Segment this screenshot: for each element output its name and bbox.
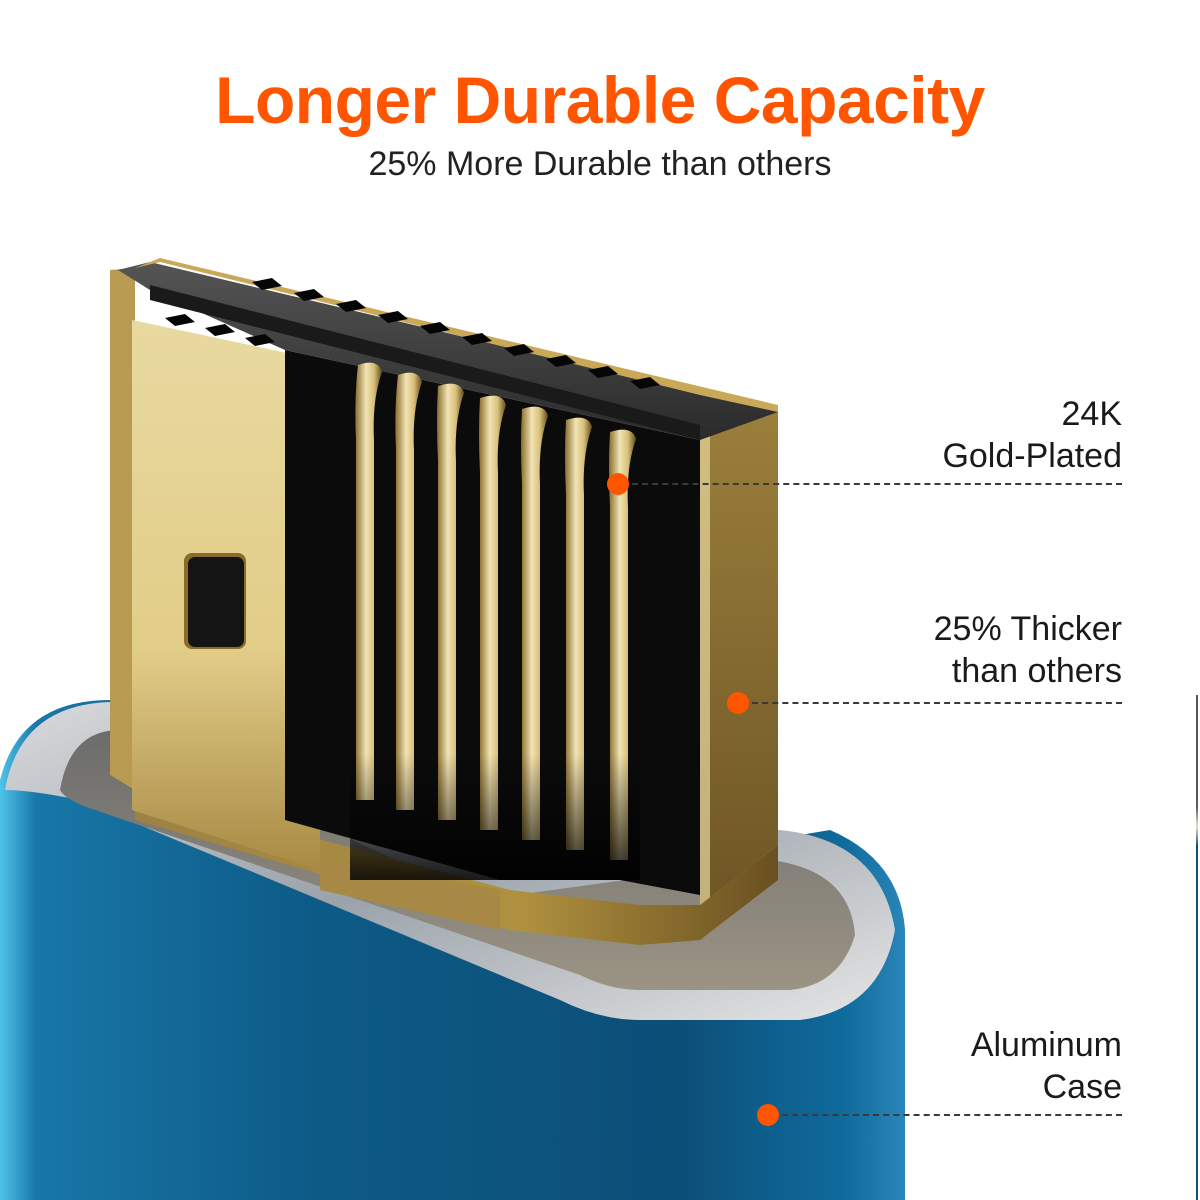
orange-dot-icon <box>607 473 629 495</box>
orange-dot-icon <box>727 692 749 714</box>
subheadline: 25% More Durable than others <box>368 145 832 183</box>
callout-aluminum-case-leader <box>782 1114 1122 1116</box>
callout-thicker-leader <box>752 702 1122 704</box>
callout-gold-plated: 24K Gold-Plated <box>942 393 1122 477</box>
callout-thicker: 25% Thicker than others <box>934 608 1122 692</box>
callout-gold-plated-line2: Gold-Plated <box>942 437 1122 475</box>
callout-aluminum-case-line1: Aluminum <box>970 1026 1122 1064</box>
edge-line <box>1196 695 1198 1200</box>
callout-aluminum-case: Aluminum Case <box>971 1024 1122 1108</box>
shell-side <box>700 405 778 905</box>
callout-gold-plated-leader <box>632 483 1122 485</box>
pin-holes-top <box>252 278 660 389</box>
callout-thicker-line2: than others <box>951 652 1122 690</box>
pin-holes-bottom <box>165 314 275 346</box>
shell-bottom <box>135 790 778 945</box>
headline: Longer Durable Capacity <box>215 63 985 137</box>
callout-thicker-line1: 25% Thicker <box>933 610 1122 648</box>
insulator-top <box>118 262 778 440</box>
callout-gold-plated-line1: 24K <box>1061 395 1123 433</box>
shell-front-left <box>110 268 135 790</box>
gold-contacts <box>350 362 640 880</box>
callout-aluminum-case-line2: Case <box>1042 1068 1122 1106</box>
orange-dot-icon <box>757 1104 779 1126</box>
